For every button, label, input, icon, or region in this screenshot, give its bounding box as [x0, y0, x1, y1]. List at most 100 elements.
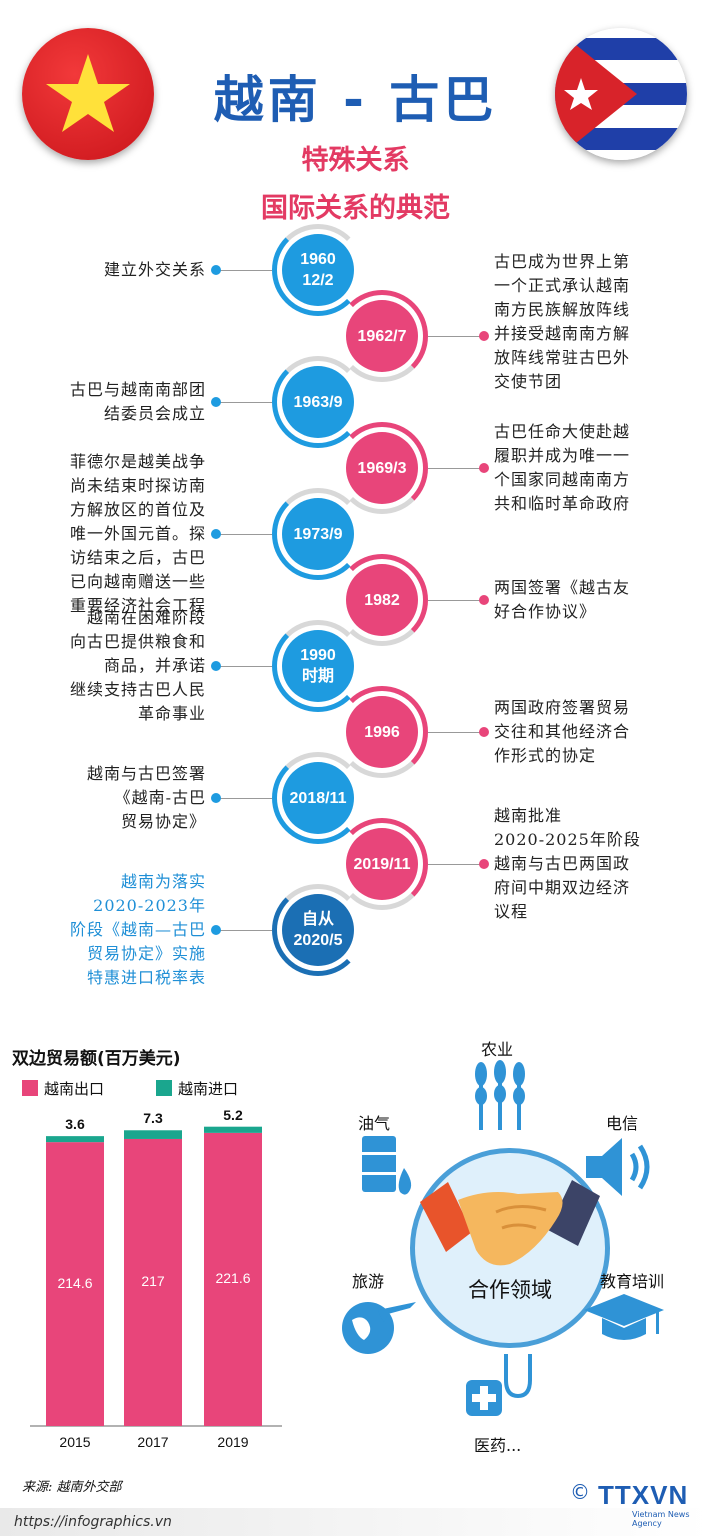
timeline-ring-4 — [272, 488, 364, 580]
wheat-icon — [475, 1060, 525, 1130]
airplane-globe-icon — [342, 1302, 416, 1354]
timeline-date-1: 1962/7 — [346, 300, 418, 372]
cuba-flag — [555, 28, 687, 160]
timeline-text-2: 古巴与越南南部团 结委员会成立 — [69, 380, 206, 423]
timeline-connector-5 — [428, 600, 484, 601]
bar-import-value-2017: 7.3 — [143, 1110, 163, 1127]
timeline-text-4: 菲德尔是越美战争 尚未结束时探访南 方解放区的首位及 唯一外国元首。探 访结束之… — [69, 452, 206, 615]
timeline-date-3: 1969/3 — [346, 432, 418, 504]
timeline-date-2: 1963/9 — [282, 366, 354, 438]
timeline-dot-2 — [211, 397, 221, 407]
timeline-text-10: 越南为落实 2020-2023年 阶段《越南—古巴 贸易协定》实施 特惠进口税率… — [69, 872, 206, 987]
speaker-icon — [586, 1138, 650, 1196]
timeline-text-1: 古巴成为世界上第 一个正式承认越南 南方民族解放阵线 并接受越南南方解 放阵线常… — [494, 252, 631, 391]
page-title: 越南 - 古巴 — [213, 71, 498, 129]
timeline-ring-3 — [336, 422, 428, 514]
bar-import-2019 — [204, 1126, 262, 1133]
timeline-dot-0 — [211, 265, 221, 275]
source-text: 来源: 越南外交部 — [22, 1480, 122, 1495]
cuba-flag-graphic — [555, 28, 687, 160]
star-icon — [46, 54, 130, 132]
timeline-text-7: 两国政府签署贸易 交往和其他经济合 作形式的协定 — [494, 698, 631, 765]
oil-barrel-icon — [362, 1136, 412, 1195]
timeline-connector-3 — [428, 468, 484, 469]
timeline-date-5: 1982 — [346, 564, 418, 636]
copyright-icon: © — [570, 1480, 590, 1504]
field-medicine-label: 医药... — [474, 1436, 522, 1455]
timeline-connector-0 — [216, 270, 272, 271]
bar-export-2017 — [124, 1138, 182, 1426]
timeline-connector-2 — [216, 402, 272, 403]
bar-category-2019: 2019 — [217, 1434, 249, 1450]
timeline-dot-8 — [211, 793, 221, 803]
ttxvn-logo-sub: Vietnam News Agency — [632, 1510, 690, 1528]
footer-url[interactable]: https://infographics.vn — [14, 1514, 172, 1530]
bar-category-2017: 2017 — [137, 1434, 169, 1450]
timeline-connector-8 — [216, 798, 272, 799]
bar-export-value-2017: 217 — [141, 1273, 165, 1290]
timeline-ring-8 — [272, 752, 364, 844]
bar-import-2017 — [124, 1130, 182, 1139]
timeline-connector-1 — [428, 336, 484, 337]
legend-export-label: 越南出口 — [44, 1080, 105, 1098]
timeline-date-9: 2019/11 — [346, 828, 418, 900]
timeline-connector-7 — [428, 732, 484, 733]
timeline-ring-6 — [272, 620, 364, 712]
bar-import-value-2015: 3.6 — [65, 1116, 85, 1133]
timeline-ring-9 — [336, 818, 428, 910]
timeline-text-0: 建立外交关系 — [103, 260, 206, 279]
field-oil-gas-label: 油气 — [358, 1114, 391, 1133]
timeline-text-9: 越南批准 2020-2025年阶段 越南与古巴两国政 府间中期双边经济 议程 — [494, 806, 641, 921]
timeline-ring-2 — [272, 356, 364, 448]
vietnam-flag — [22, 28, 154, 160]
timeline-connector-4 — [216, 534, 272, 535]
bar-export-value-2019: 221.6 — [215, 1270, 251, 1287]
timeline-ring-0 — [272, 224, 364, 316]
timeline-ring-10 — [272, 884, 364, 976]
timeline-text-6: 越南在困难阶段 向古巴提供粮食和 商品，并承诺 继续支持古巴人民 革命事业 — [69, 608, 206, 723]
field-agriculture-label: 农业 — [481, 1040, 514, 1059]
bar-export-2019 — [204, 1132, 262, 1426]
subtitle-model-relation: 国际关系的典范 — [261, 193, 450, 224]
legend-export-swatch — [22, 1080, 38, 1096]
bar-import-2015 — [46, 1136, 104, 1143]
field-education-label: 教育培训 — [600, 1272, 665, 1291]
footer-bar — [0, 1508, 711, 1536]
subtitle-special-relation: 特殊关系 — [301, 145, 410, 176]
timeline-dot-3 — [479, 463, 489, 473]
timeline-text-3: 古巴任命大使赴越 履职并成为唯一一 个国家同越南南方 共和临时革命政府 — [494, 422, 631, 513]
bar-export-2015 — [46, 1142, 104, 1426]
timeline-dot-5 — [479, 595, 489, 605]
chart-title: 双边贸易额(百万美元) — [12, 1049, 181, 1069]
timeline-ring-1 — [336, 290, 428, 382]
handshake-icon — [420, 1180, 600, 1266]
timeline-date-8: 2018/11 — [282, 762, 354, 834]
trade-bar-chart — [30, 1126, 282, 1427]
ttxvn-logo: TTXVN — [598, 1480, 689, 1510]
timeline-date-0: 1960 12/2 — [282, 234, 354, 306]
timeline-dot-9 — [479, 859, 489, 869]
timeline-date-10: 自从 2020/5 — [282, 894, 354, 966]
bar-import-value-2019: 5.2 — [223, 1106, 243, 1123]
graduation-cap-icon — [584, 1294, 664, 1340]
timeline-dot-6 — [211, 661, 221, 671]
field-tourism-label: 旅游 — [352, 1272, 385, 1291]
timeline-text-8: 越南与古巴签署 《越南-古巴 贸易协定》 — [86, 764, 206, 831]
timeline-connector-6 — [216, 666, 272, 667]
timeline-text-5: 两国签署《越古友 好合作协议》 — [494, 578, 631, 621]
timeline-dot-10 — [211, 925, 221, 935]
timeline-dot-1 — [479, 331, 489, 341]
timeline-date-6: 1990 时期 — [282, 630, 354, 702]
legend-import-swatch — [156, 1080, 172, 1096]
timeline-dot-7 — [479, 727, 489, 737]
timeline-ring-7 — [336, 686, 428, 778]
timeline-ring-5 — [336, 554, 428, 646]
field-telecom-label: 电信 — [606, 1114, 639, 1133]
bar-category-2015: 2015 — [59, 1434, 91, 1450]
timeline-date-7: 1996 — [346, 696, 418, 768]
cooperation-center-label: 合作领域 — [468, 1278, 552, 1302]
timeline-connector-9 — [428, 864, 484, 865]
stethoscope-icon — [466, 1354, 532, 1416]
timeline-connector-10 — [216, 930, 272, 931]
timeline-dot-4 — [211, 529, 221, 539]
